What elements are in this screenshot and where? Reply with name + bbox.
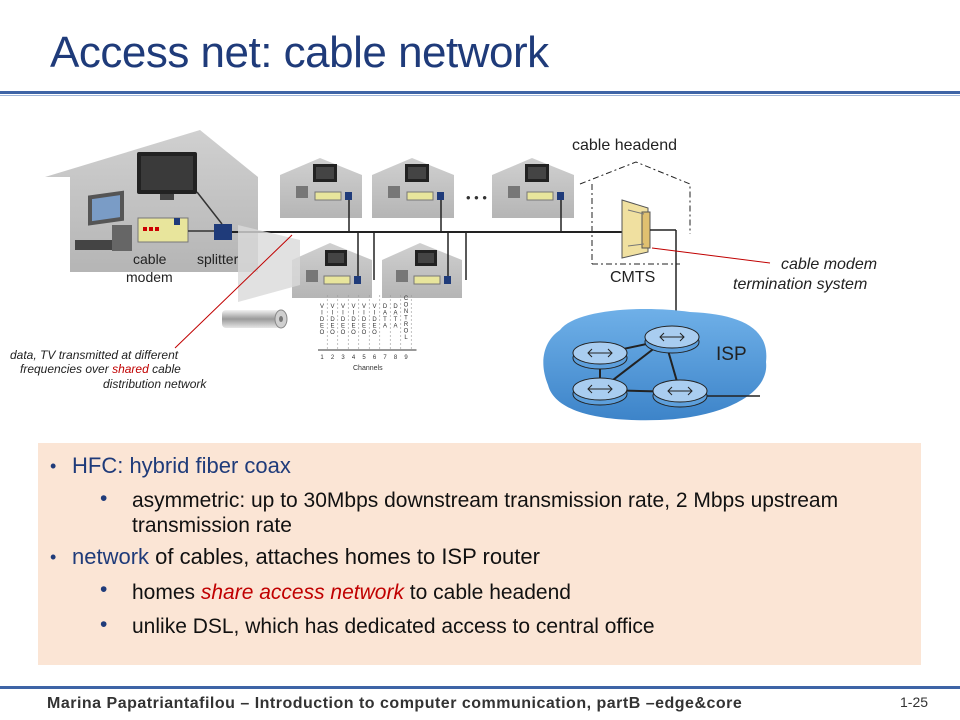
small-house-icon (382, 232, 462, 298)
channel-number: 4 (352, 355, 356, 361)
cmts-note-1: cable modem (781, 256, 877, 273)
bullet-marker: • (100, 487, 108, 510)
big-house-icon (45, 130, 258, 272)
channel-number: 5 (362, 355, 366, 361)
note-pointer (174, 234, 293, 349)
cable-network-diagram: cable modem splitter • • • (10, 130, 877, 421)
small-house-icon (492, 158, 574, 232)
small-house-icon (292, 232, 372, 298)
slide-title: Access net: cable network (50, 28, 549, 77)
note-line-3: distribution network (103, 377, 207, 391)
channel-number: 6 (373, 355, 377, 361)
router-icon (644, 325, 700, 354)
bullet-network: network of cables, attaches homes to ISP… (72, 544, 540, 569)
small-house-icon (372, 158, 454, 232)
cmts-label: CMTS (610, 269, 655, 286)
channel-number: 1 (320, 355, 324, 361)
note-line-1: data, TV transmitted at different (10, 348, 179, 362)
coax-cable-icon (222, 225, 300, 329)
router-icon (652, 379, 708, 408)
channel-number: 9 (404, 355, 408, 361)
title-rule (0, 91, 960, 94)
channel-number: 7 (383, 355, 387, 361)
title-rule-thin (0, 95, 960, 96)
bullet-marker: • (50, 547, 57, 567)
bullet-homes-share: homes share access network to cable head… (132, 581, 571, 604)
bullet-marker: • (100, 613, 108, 636)
label-modem: modem (126, 269, 173, 285)
headend-house-icon (579, 161, 691, 265)
bullet-hfc: HFC: hybrid fiber coax (72, 453, 291, 478)
bullet-marker: • (50, 456, 57, 476)
note-line-2: frequencies over shared cable (20, 362, 181, 376)
ellipsis: • • • (466, 190, 487, 205)
page-number: 1-25 (900, 694, 929, 710)
router-icon (572, 377, 628, 406)
channels-caption: Channels (353, 365, 383, 372)
channel-number: 2 (331, 355, 335, 361)
bullet-panel (38, 443, 921, 665)
label-cable: cable (133, 251, 167, 267)
cmts-pointer (651, 247, 771, 264)
router-icon (572, 341, 628, 370)
small-house-icon (280, 158, 362, 232)
label-splitter: splitter (197, 251, 239, 267)
bullet-unlike-dsl: unlike DSL, which has dedicated access t… (132, 615, 655, 638)
cmts-icon (621, 199, 651, 259)
channel-number: 3 (341, 355, 345, 361)
channel-number: 8 (394, 355, 398, 361)
bullet-asymmetric: asymmetric: up to 30Mbps downstream tran… (132, 489, 839, 537)
cable-headend-label: cable headend (572, 137, 677, 154)
isp-label: ISP (716, 344, 747, 365)
cmts-note-2: termination system (733, 276, 867, 293)
footer-rule (0, 686, 960, 689)
bullet-marker: • (100, 578, 108, 601)
footer-text: Marina Papatriantafilou – Introduction t… (47, 695, 743, 712)
